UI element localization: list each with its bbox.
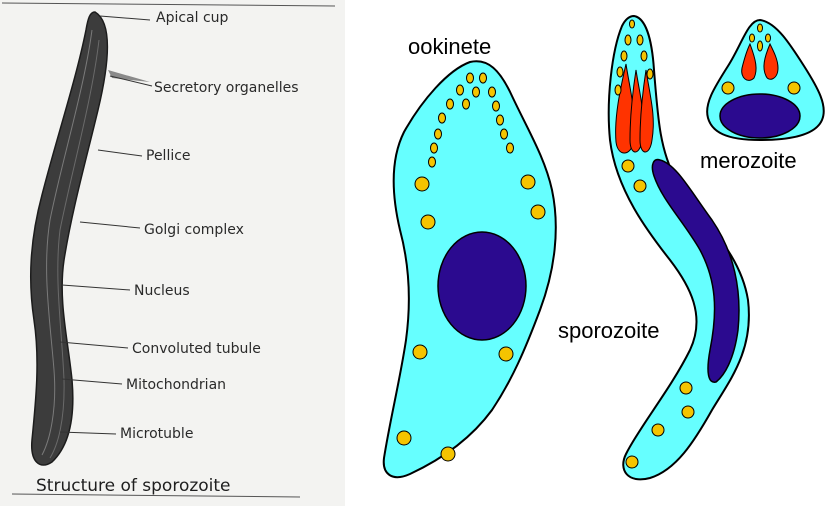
merozoite-nucleus bbox=[720, 94, 800, 138]
merozoite-label: merozoite bbox=[700, 148, 797, 174]
merozoite-cell bbox=[707, 20, 824, 140]
ookinete-nucleus bbox=[438, 232, 526, 340]
ookinete-cell bbox=[384, 61, 556, 477]
sporozoite-label: sporozoite bbox=[558, 318, 660, 344]
ookinete-label: ookinete bbox=[408, 34, 491, 60]
